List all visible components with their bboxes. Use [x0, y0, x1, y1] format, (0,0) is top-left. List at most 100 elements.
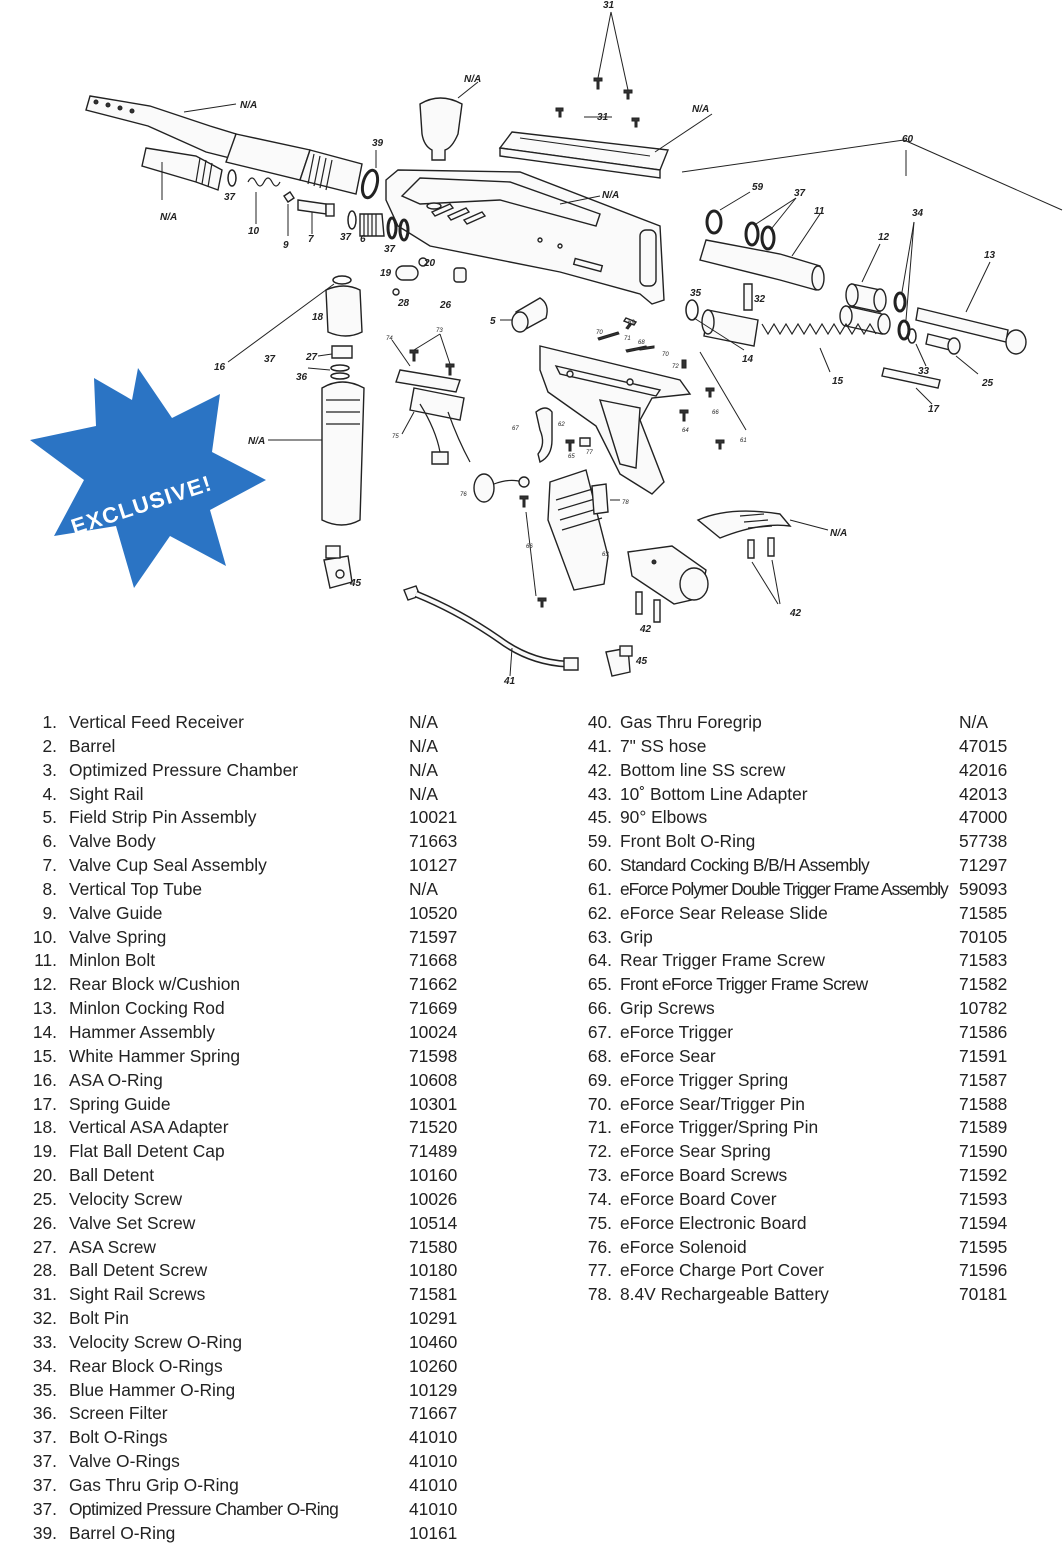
- callout-7: 7: [308, 234, 314, 245]
- part-code: 71585: [959, 902, 1008, 923]
- part-code: 71589: [959, 1117, 1008, 1138]
- part-num: 2.: [42, 735, 57, 756]
- callout-75: 75: [392, 434, 399, 440]
- part-code: N/A: [409, 712, 438, 732]
- part-name: eForce Trigger: [620, 1021, 734, 1042]
- part-code: 71592: [959, 1165, 1008, 1186]
- part-code: 71667: [409, 1403, 458, 1424]
- part-code: 71587: [959, 1069, 1008, 1090]
- callout-na-rail: N/A: [692, 104, 709, 115]
- part-num: 64.: [587, 950, 612, 971]
- eforce-electronic-board: [401, 387, 471, 465]
- part-name: 8.4V Rechargeable Battery: [620, 1284, 829, 1305]
- callout-65: 65: [568, 454, 575, 460]
- callout-15: 15: [832, 376, 844, 387]
- part-num: 6.: [42, 831, 57, 852]
- callout-na-left: N/A: [160, 212, 177, 223]
- part-num: 5.: [42, 807, 57, 828]
- callout-37-b: 37: [340, 232, 352, 243]
- part-num: 61.: [587, 878, 612, 899]
- part-code: 42016: [959, 759, 1008, 780]
- ball-detent-cap: [392, 257, 467, 296]
- callout-31-top: 31: [603, 0, 615, 11]
- part-num: 7.: [42, 855, 57, 876]
- callout-16: 16: [214, 362, 226, 373]
- part-num: 71.: [587, 1117, 612, 1138]
- part-name: Front eForce Trigger Frame Screw: [620, 974, 868, 995]
- part-name: Valve Guide: [69, 902, 163, 923]
- callout-42-a: 42: [789, 608, 802, 619]
- part-num: 45.: [587, 807, 612, 828]
- callout-18: 18: [312, 312, 324, 323]
- part-num: 41.: [587, 735, 612, 756]
- part-code: 10520: [409, 902, 458, 923]
- part-num: 37.: [32, 1475, 57, 1495]
- hammer-assembly: [693, 309, 759, 351]
- eforce-trigger: [535, 407, 591, 464]
- callout-na-barrel: N/A: [240, 100, 257, 111]
- callout-na-top: N/A: [464, 74, 481, 85]
- part-code: 71586: [959, 1021, 1008, 1042]
- part-num: 15.: [32, 1045, 57, 1066]
- callout-6: 6: [360, 234, 366, 245]
- part-name: Valve Body: [69, 831, 156, 852]
- part-name: Velocity Screw: [69, 1188, 183, 1209]
- callout-67: 67: [512, 426, 519, 432]
- bottom-line-adapter: [696, 510, 829, 539]
- callout-78: 78: [622, 500, 629, 506]
- part-num: 59.: [587, 831, 612, 852]
- bottom-line-screws-upper: [747, 537, 781, 605]
- hammer-spring: [761, 322, 877, 373]
- part-code: 41010: [409, 1427, 458, 1448]
- callout-37-a: 37: [224, 192, 236, 203]
- part-num: 36.: [32, 1403, 57, 1424]
- callout-31-mid: 31: [597, 112, 609, 123]
- cocking-assembly-bracket: [681, 139, 1063, 211]
- part-name: Valve Set Screw: [69, 1212, 196, 1233]
- part-name: eForce Board Screws: [620, 1165, 788, 1186]
- part-name: eForce Sear Release Slide: [620, 902, 828, 923]
- part-name: Rear Trigger Frame Screw: [620, 950, 825, 971]
- part-name: Ball Detent: [69, 1165, 155, 1186]
- part-code: 71583: [959, 950, 1008, 971]
- callout-63: 63: [602, 552, 609, 558]
- eforce-board-screws: [391, 333, 455, 376]
- part-code: 71581: [409, 1284, 458, 1305]
- part-code: 42013: [959, 783, 1008, 804]
- callout-37-e: 37: [264, 354, 276, 365]
- part-code: 10514: [409, 1212, 458, 1233]
- sight-rail-screws-mid: [555, 107, 640, 128]
- bottom-line-screws-lower: [635, 591, 661, 623]
- valve-guide: [283, 191, 295, 236]
- callout-9: 9: [283, 240, 289, 251]
- part-code: N/A: [409, 783, 438, 804]
- parts-list-row: 26. Valve Set Screw 10514: [0, 1212, 469, 1236]
- callout-14: 14: [742, 354, 754, 365]
- callout-13: 13: [984, 250, 996, 261]
- gas-thru-foregrip: [627, 545, 709, 605]
- vertical-feed-neck: [419, 81, 479, 161]
- part-name: White Hammer Spring: [69, 1045, 241, 1066]
- part-num: 26.: [32, 1212, 57, 1233]
- part-num: 69.: [587, 1069, 612, 1090]
- part-name: Sight Rail: [69, 783, 144, 804]
- rear-block: [839, 243, 891, 335]
